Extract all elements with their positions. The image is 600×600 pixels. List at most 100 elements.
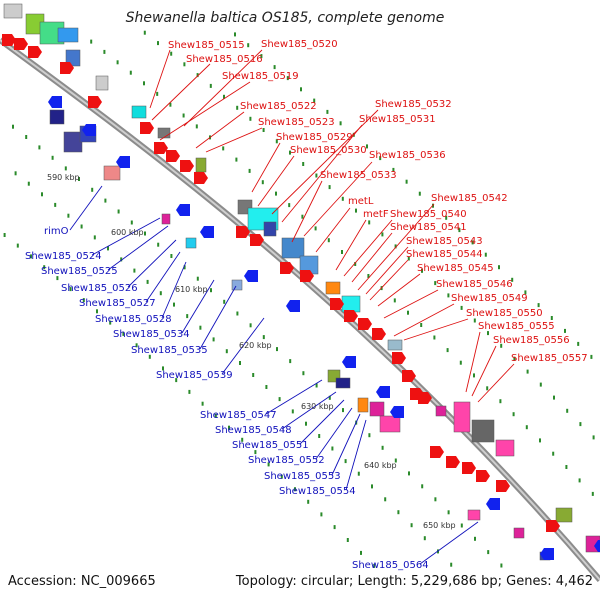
gene-block: [369, 401, 385, 417]
gene-label-shew185-0554[interactable]: Shew185_0554: [279, 486, 356, 497]
gene-label-shew185-0547[interactable]: Shew185_0547: [200, 410, 277, 421]
tick-dot: [420, 323, 423, 327]
gene-block: [157, 127, 171, 139]
gene-label-shew185-0519[interactable]: Shew185_0519: [222, 71, 299, 82]
tick-dot: [315, 383, 318, 388]
tick-dot: [394, 244, 397, 249]
gene-label-rimo[interactable]: rimO: [44, 226, 69, 237]
tick-dot: [195, 124, 198, 129]
tick-dot: [120, 257, 123, 262]
gene-label-shew185-0529[interactable]: Shew185_0529: [276, 132, 353, 143]
tick-dot: [512, 412, 515, 417]
tick-dot: [43, 265, 46, 270]
gene-label-shew185-0522[interactable]: Shew185_0522: [240, 101, 317, 112]
tick-dot: [248, 168, 251, 173]
gene-label-shew185-0532[interactable]: Shew185_0532: [375, 99, 452, 110]
leader-line-reverse: [331, 413, 361, 476]
gene-label-shew185-0528[interactable]: Shew185_0528: [95, 314, 172, 325]
forward-gene-arrow: [154, 142, 168, 154]
gene-label-shew185-0543[interactable]: Shew185_0543: [406, 236, 483, 247]
tick-dot: [368, 220, 371, 225]
leader-line-forward: [315, 207, 351, 253]
gene-label-shew185-0531[interactable]: Shew185_0531: [359, 114, 436, 125]
tick-dot: [209, 83, 212, 88]
tick-dot: [539, 382, 542, 387]
tick-dot: [498, 265, 500, 270]
tick-dot: [260, 54, 263, 59]
leader-line-reverse: [345, 419, 367, 491]
gene-label-shew185-0530[interactable]: Shew185_0530: [290, 145, 367, 156]
tick-dot: [38, 145, 41, 150]
tick-dot: [577, 341, 580, 346]
gene-label-shew185-0541[interactable]: Shew185_0541: [390, 222, 467, 233]
gene-label-shew185-0555[interactable]: Shew185_0555: [478, 321, 555, 332]
tick-dot: [183, 265, 186, 270]
gene-block: [341, 295, 361, 313]
tick-dot: [116, 60, 119, 65]
gene-label-metl[interactable]: metL: [348, 196, 374, 207]
leader-line-forward: [195, 111, 245, 149]
tick-dot: [183, 62, 186, 67]
tick-dot: [346, 538, 349, 542]
gene-label-shew185-0553[interactable]: Shew185_0553: [264, 471, 341, 482]
tick-dot: [173, 302, 175, 307]
tick-dot: [392, 167, 395, 172]
gene-label-shew185-0550[interactable]: Shew185_0550: [466, 308, 543, 319]
tick-dot: [223, 299, 226, 304]
tick-dot: [513, 356, 516, 361]
leader-line-forward: [257, 155, 295, 207]
forward-gene-arrow: [476, 470, 490, 482]
gene-label-shew185-0546[interactable]: Shew185_0546: [436, 279, 513, 290]
gene-label-shew185-0549[interactable]: Shew185_0549: [451, 293, 528, 304]
gene-label-shew185-0564[interactable]: Shew185_0564: [352, 560, 429, 571]
gene-label-shew185-0542[interactable]: Shew185_0542: [431, 193, 508, 204]
gene-label-shew185-0515[interactable]: Shew185_0515: [168, 40, 245, 51]
leader-line-reverse: [127, 239, 177, 288]
tick-dot: [313, 98, 316, 103]
tick-dot: [265, 385, 268, 389]
forward-gene-arrow: [88, 96, 102, 108]
gene-label-metf[interactable]: metF: [363, 209, 389, 220]
gene-block: [57, 27, 79, 43]
gene-label-shew185-0524[interactable]: Shew185_0524: [25, 251, 102, 262]
leader-line-forward: [377, 273, 421, 307]
gene-label-shew185-0520[interactable]: Shew185_0520: [261, 39, 338, 50]
gene-block: [453, 401, 471, 433]
gene-label-shew185-0556[interactable]: Shew185_0556: [493, 335, 570, 346]
genome-backbone-highlight: [0, 39, 600, 581]
tick-dot: [355, 208, 357, 213]
gene-label-shew185-0544[interactable]: Shew185_0544: [406, 249, 483, 260]
tick-dot: [78, 177, 80, 181]
forward-gene-arrow: [28, 46, 42, 58]
tick-dot: [289, 150, 291, 155]
gene-label-shew185-0526[interactable]: Shew185_0526: [61, 283, 138, 294]
leader-line-forward: [471, 345, 497, 397]
tick-dot: [280, 474, 283, 479]
gene-label-shew185-0557[interactable]: Shew185_0557: [511, 353, 588, 364]
gene-label-shew185-0552[interactable]: Shew185_0552: [248, 455, 325, 466]
gene-label-shew185-0539[interactable]: Shew185_0539: [156, 370, 233, 381]
leader-line-reverse: [315, 407, 353, 460]
gene-label-shew185-0516[interactable]: Shew185_0516: [186, 54, 263, 65]
gene-label-shew185-0536[interactable]: Shew185_0536: [369, 150, 446, 161]
gene-label-shew185-0525[interactable]: Shew185_0525: [41, 266, 118, 277]
gene-block: [103, 165, 121, 181]
tick-dot: [90, 39, 93, 44]
tick-dot: [450, 562, 453, 567]
gene-label-shew185-0527[interactable]: Shew185_0527: [79, 298, 156, 309]
gene-label-shew185-0545[interactable]: Shew185_0545: [417, 263, 494, 274]
forward-gene-arrow: [446, 456, 460, 468]
gene-label-shew185-0533[interactable]: Shew185_0533: [320, 170, 397, 181]
gene-label-shew185-0548[interactable]: Shew185_0548: [215, 425, 292, 436]
gene-label-shew185-0534[interactable]: Shew185_0534: [113, 329, 190, 340]
tick-dot: [397, 510, 400, 515]
gene-label-shew185-0551[interactable]: Shew185_0551: [232, 440, 309, 451]
gene-label-shew185-0535[interactable]: Shew185_0535: [131, 345, 208, 356]
forward-gene-arrow: [180, 160, 194, 172]
tick-dot: [182, 113, 185, 118]
gene-label-shew185-0523[interactable]: Shew185_0523: [258, 117, 335, 128]
gene-block: [49, 109, 65, 125]
gene-label-shew185-0540[interactable]: Shew185_0540: [390, 209, 467, 220]
tick-dot: [51, 155, 54, 160]
tick-dot: [525, 425, 528, 430]
